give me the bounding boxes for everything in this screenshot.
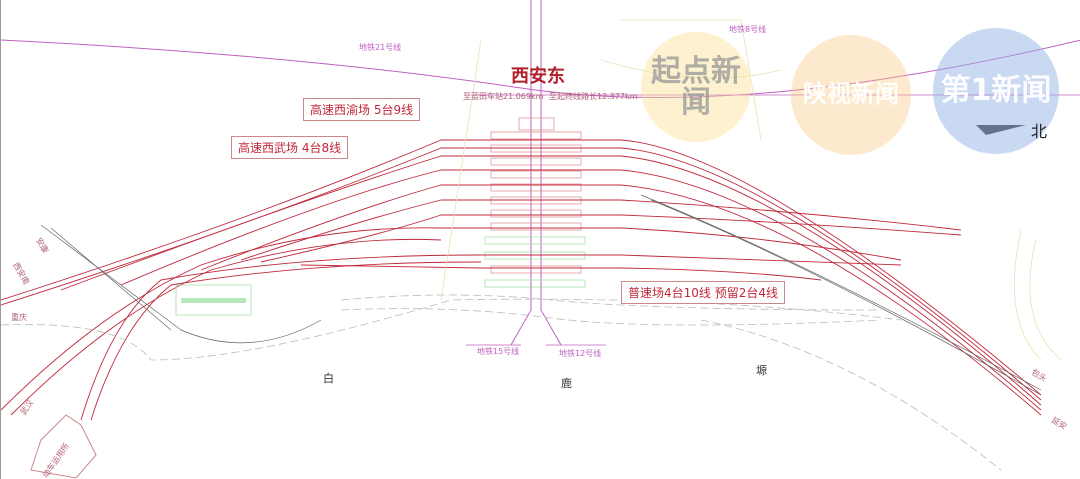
watermark-shanshi: 陕视新闻: [791, 35, 911, 155]
plateau-char-1: 白: [323, 372, 334, 385]
green-building: [175, 284, 252, 316]
high-speed-tracks: [1, 139, 1042, 421]
station-note-left: 至蓝田车站21.069km: [463, 92, 544, 101]
metro-21-label: 地铁21号线: [359, 43, 402, 52]
metro-line-21: [1, 39, 1080, 99]
metro-15-label: 地铁15号线: [477, 347, 520, 356]
depot-outline: [30, 414, 97, 479]
watermark-di1: 第1新闻: [933, 28, 1059, 154]
dir-chongqing: 重庆: [11, 313, 27, 322]
yard-label-xiyu: 高速西渝场 5台9线: [303, 98, 421, 121]
metro-12-label: 地铁12号线: [559, 349, 602, 358]
roads: [440, 19, 1062, 361]
platforms: [490, 117, 582, 274]
plateau-char-3: 塬: [756, 364, 767, 377]
yard-label-conventional: 普速场4台10线 预留2台4线: [621, 281, 785, 304]
station-note-right: 至起终线路长12.377km: [549, 92, 638, 101]
metro-8-label: 地铁8号线: [729, 25, 767, 34]
yard-label-xiwu: 高速西武场 4台8线: [231, 136, 349, 159]
conventional-platforms: [484, 236, 586, 288]
plateau-char-2: 鹿: [561, 377, 572, 390]
reserved-tracks: [1, 294, 1002, 471]
north-label: 北: [1031, 122, 1048, 141]
conventional-tracks: [40, 194, 1042, 396]
station-name: 西安东: [511, 66, 565, 87]
metro-line-vertical: [510, 0, 562, 346]
watermark-qidian: 起点新闻: [641, 32, 751, 142]
